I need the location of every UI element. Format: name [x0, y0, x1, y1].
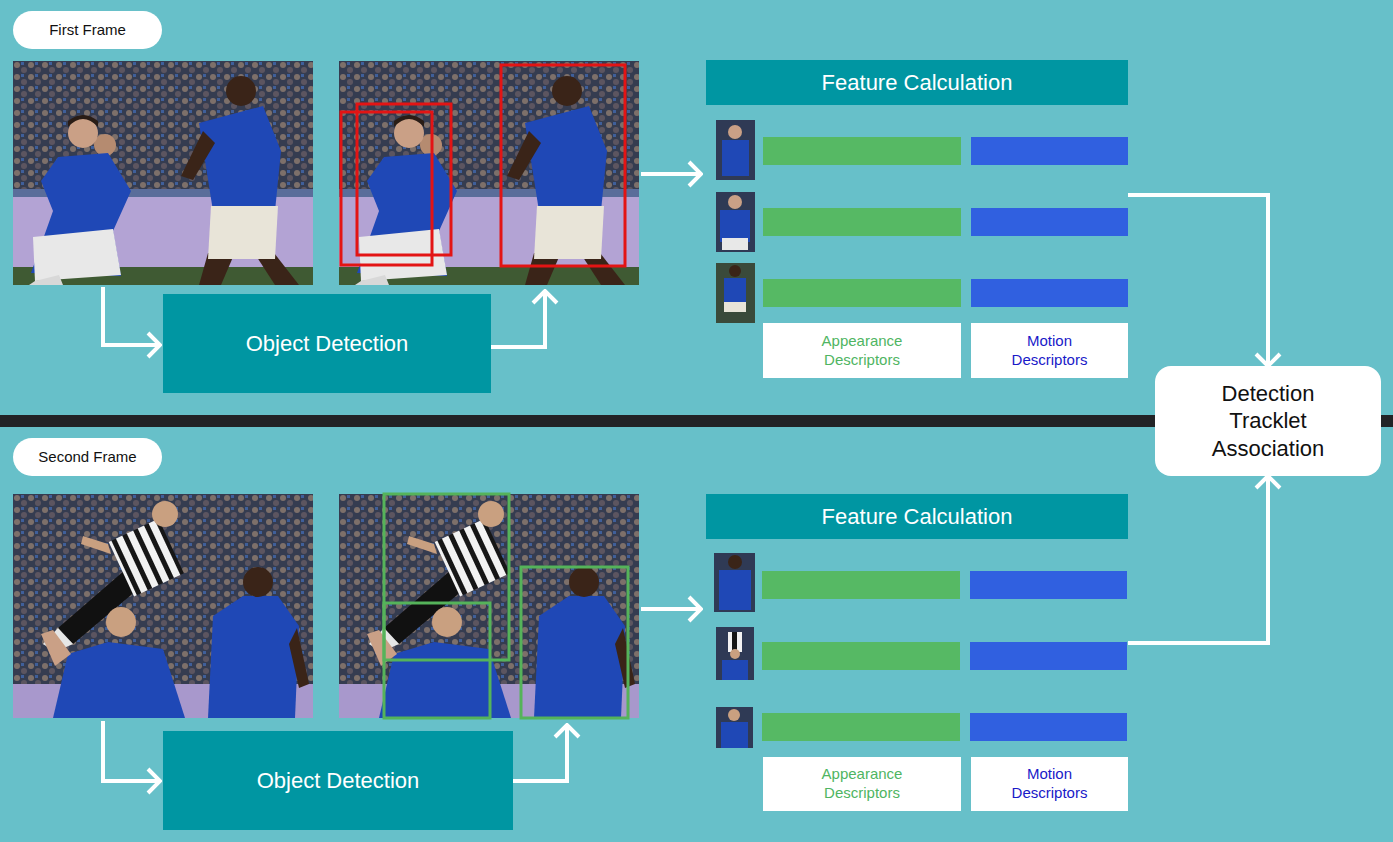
illustration-part — [722, 238, 748, 250]
frame-photo — [13, 61, 313, 285]
illustration-part — [501, 65, 625, 266]
illustration-part — [763, 208, 961, 236]
appearance-bars — [762, 137, 961, 741]
illustration-part — [729, 265, 741, 277]
illustration-part — [513, 725, 567, 781]
illustration-part — [763, 137, 961, 165]
illustration-part — [728, 709, 740, 721]
illustration-part — [762, 571, 960, 599]
illustration-part — [103, 287, 160, 345]
illustration-part — [103, 721, 160, 781]
illustration-part — [724, 278, 746, 304]
descriptor-box: Appearance Descriptors — [763, 757, 961, 811]
illustration-part — [641, 172, 701, 176]
illustration-part — [641, 607, 701, 611]
illustration-part — [970, 713, 1127, 741]
label-text: First Frame — [49, 21, 126, 40]
descriptor-box: Motion Descriptors — [971, 323, 1128, 378]
label-text: Motion Descriptors — [1000, 765, 1100, 803]
illustration-part — [971, 208, 1128, 236]
illustration-part — [716, 120, 755, 180]
frame-photo — [13, 494, 313, 718]
detection-boxes — [341, 65, 625, 266]
illustration-part — [720, 210, 750, 242]
label-text: Object Detection — [246, 330, 409, 358]
illustration-part — [763, 279, 961, 307]
illustration-part — [970, 571, 1127, 599]
label-text: Appearance Descriptors — [802, 765, 922, 803]
illustration-part — [714, 553, 755, 612]
descriptor-box: Motion Descriptors — [971, 757, 1128, 811]
illustration-part — [716, 627, 754, 680]
label-text: Appearance Descriptors — [802, 332, 922, 370]
label-text: Motion Descriptors — [1000, 332, 1100, 370]
illustration-part — [971, 279, 1128, 307]
illustration-part — [491, 291, 545, 347]
header-band: Feature Calculation — [706, 60, 1128, 105]
detection-boxes — [384, 494, 628, 718]
illustration-part — [716, 192, 755, 252]
process-box: Object Detection — [163, 294, 491, 393]
frame-pill: First Frame — [13, 11, 162, 49]
association-box: Detection Tracklet Association — [1155, 366, 1381, 476]
connector-arrow — [1128, 195, 1268, 366]
illustration-part — [730, 649, 740, 659]
illustration-part — [971, 137, 1128, 165]
illustration-part — [521, 567, 628, 718]
illustration-part — [724, 302, 746, 312]
illustration-part — [716, 263, 755, 323]
illustration-part — [716, 707, 753, 748]
illustration-part — [970, 642, 1127, 670]
detected-photo — [339, 61, 639, 285]
illustration-part — [384, 603, 490, 718]
label-text: Feature Calculation — [822, 503, 1013, 531]
illustration-part — [728, 125, 742, 139]
header-band: Feature Calculation — [706, 494, 1128, 539]
illustration-part — [728, 555, 742, 569]
label-text: Second Frame — [38, 448, 136, 467]
illustration-part — [762, 713, 960, 741]
illustration-part — [722, 660, 748, 680]
illustration-part — [728, 195, 742, 209]
connector-arrow — [1128, 476, 1268, 643]
illustration-part — [721, 722, 748, 748]
frame-pill: Second Frame — [13, 438, 162, 476]
process-box: Object Detection — [163, 731, 513, 830]
feature-panel: Feature CalculationAppearance Descriptor… — [706, 494, 1128, 811]
illustration-part — [357, 104, 451, 255]
label-text: Detection Tracklet Association — [1193, 380, 1343, 463]
label-text: Feature Calculation — [822, 69, 1013, 97]
detected-photo — [339, 494, 639, 718]
illustration-part — [341, 112, 432, 265]
label-text: Object Detection — [257, 767, 420, 795]
motion-bars — [970, 137, 1128, 741]
feature-panel: Feature CalculationAppearance Descriptor… — [706, 60, 1128, 378]
flow-arrows — [103, 174, 701, 781]
descriptor-box: Appearance Descriptors — [763, 323, 961, 378]
crop-thumbnails — [714, 120, 755, 748]
illustration-part — [762, 642, 960, 670]
illustration-part — [719, 570, 751, 610]
illustration-part — [722, 140, 749, 176]
